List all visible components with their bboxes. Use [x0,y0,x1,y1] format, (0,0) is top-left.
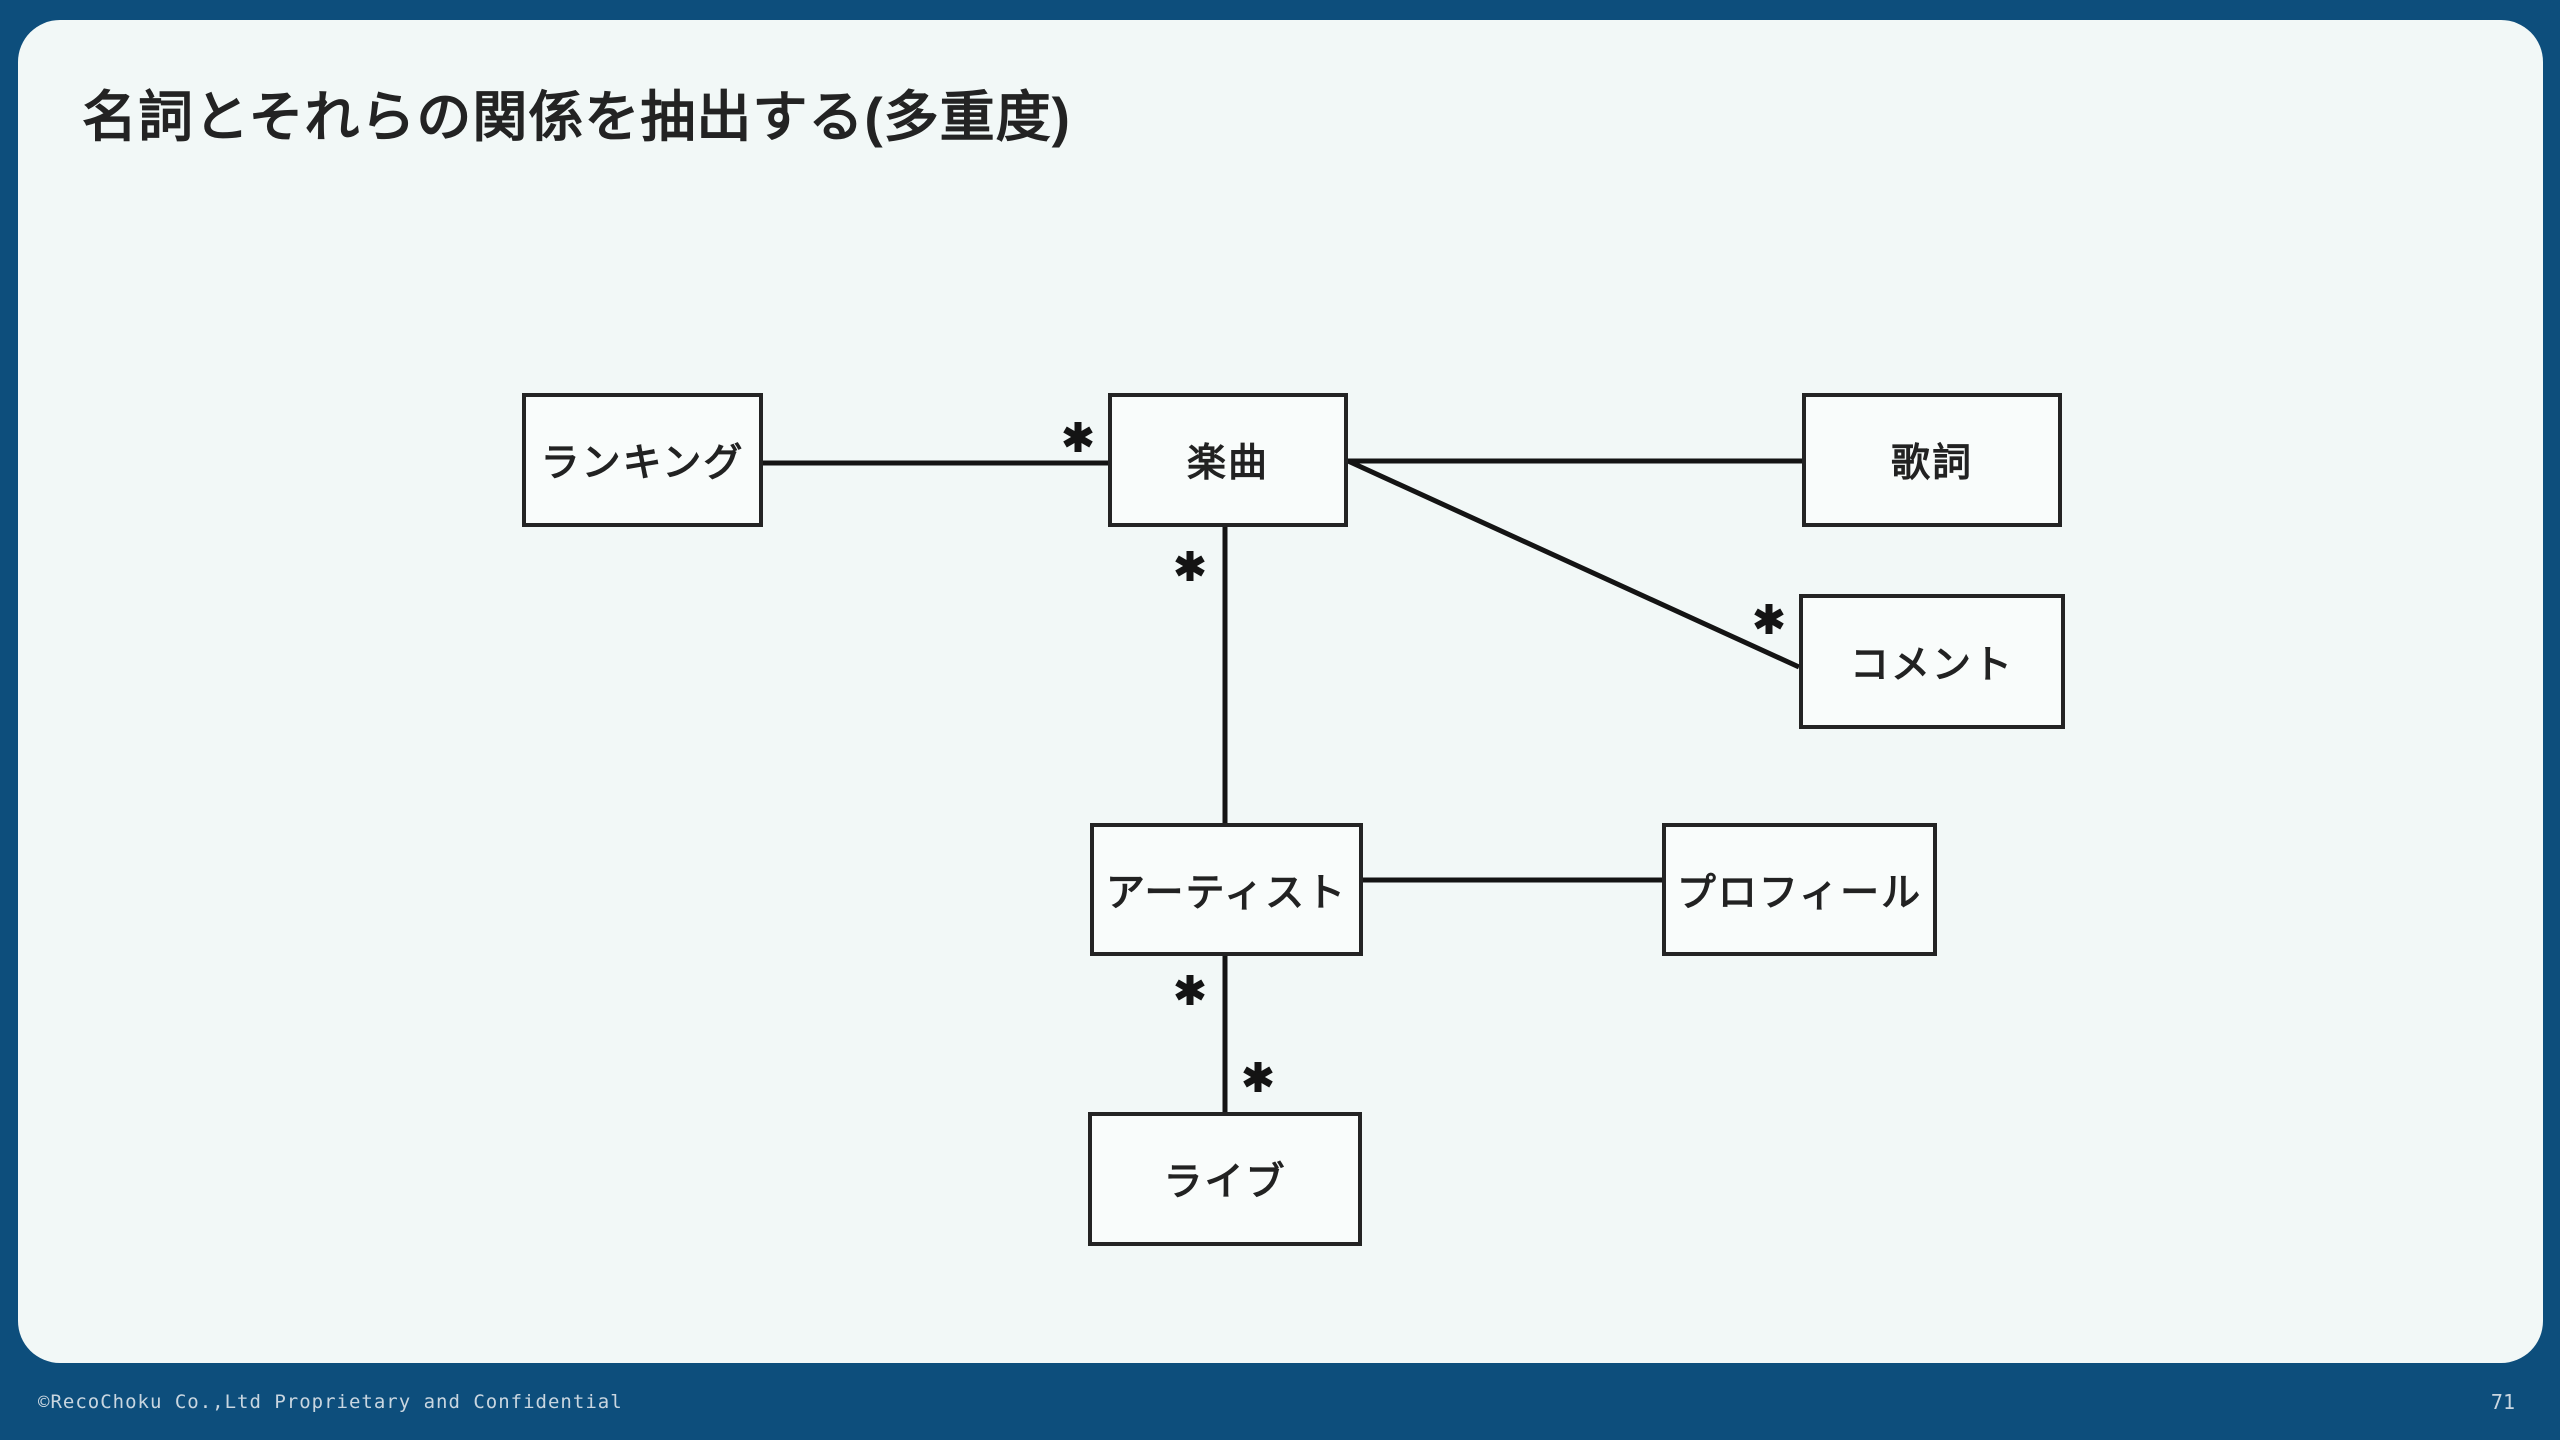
node-label-artist: アーティスト [1105,871,1348,915]
node-comment: コメント [1799,594,2065,729]
copyright-text: ©RecoChoku Co.,Ltd Proprietary and Confi… [38,1390,623,1413]
page-title: 名詞とそれらの関係を抽出する(多重度) [82,86,1071,148]
node-lyrics: 歌詞 [1802,393,2062,527]
node-live: ライブ [1088,1112,1362,1246]
node-label-live: ライブ [1163,1161,1287,1204]
node-profile: プロフィール [1662,823,1937,956]
node-label-song: 楽曲 [1186,442,1269,485]
node-ranking: ランキング [522,393,763,527]
node-label-ranking: ランキング [540,442,745,485]
node-artist: アーティスト [1090,823,1363,956]
page-number: 71 [2490,1389,2515,1414]
footer-bar: ©RecoChoku Co.,Ltd Proprietary and Confi… [0,1363,2560,1440]
node-label-comment: コメント [1849,643,2014,687]
node-label-lyrics: 歌詞 [1890,442,1973,485]
node-label-profile: プロフィール [1676,871,1923,915]
node-song: 楽曲 [1108,393,1348,527]
